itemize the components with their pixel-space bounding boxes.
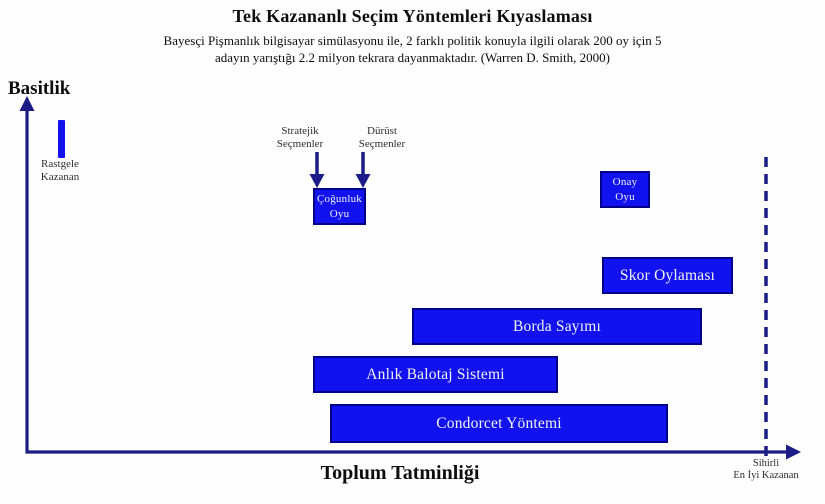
magic-winner-label-line1: Sihirli bbox=[752, 458, 780, 469]
method-bar-borda-sayimi: Borda Sayımı bbox=[412, 308, 702, 345]
chart-subtitle: Bayesçi Pişmanlık bilgisayar simülasyonu… bbox=[0, 33, 825, 67]
method-bar-label: Onay Oyu bbox=[612, 176, 638, 203]
method-bar-label: Skor Oylaması bbox=[619, 266, 716, 284]
honest-voters-label-line1: Dürüst bbox=[367, 125, 397, 137]
method-bar-anlik-balotaj-sistemi: Anlık Balotaj Sistemi bbox=[313, 356, 558, 393]
random-winner-label: Rastgele Kazanan bbox=[23, 158, 97, 184]
y-axis-arrowhead-icon bbox=[19, 96, 35, 111]
strategic-voters-label-line2: Seçmenler bbox=[276, 137, 324, 150]
method-bar-condorcet-yontemi: Condorcet Yöntemi bbox=[330, 404, 668, 443]
magic-winner-label: Sihirli En İyi Kazanan bbox=[706, 458, 825, 483]
method-bar-label: Borda Sayımı bbox=[512, 317, 602, 335]
x-axis-arrowhead-icon bbox=[786, 444, 801, 460]
strategic-voters-label-line1: Stratejik bbox=[281, 125, 319, 137]
method-bar-label: Anlık Balotaj Sistemi bbox=[366, 365, 505, 383]
method-bar-label: Çoğunluk Oyu bbox=[317, 193, 362, 220]
honest-voters-label: Dürüst Seçmenler bbox=[343, 125, 421, 151]
random-winner-label-line2: Kazanan bbox=[40, 170, 80, 183]
x-axis-label: Toplum Tatminliği bbox=[320, 462, 480, 484]
method-bar-label: Condorcet Yöntemi bbox=[436, 414, 562, 432]
page-title: Tek Kazananlı Seçim Yöntemleri Kıyaslama… bbox=[232, 6, 593, 26]
honest-voters-arrow bbox=[355, 152, 371, 188]
honest-voters-label-line2: Seçmenler bbox=[358, 137, 406, 150]
subtitle-line-2: adayın yarıştığı 2.2 milyon tekrara daya… bbox=[215, 49, 610, 65]
strategic-voters-label: Stratejik Seçmenler bbox=[261, 125, 339, 151]
method-bar-skor-oylamasi: Skor Oylaması bbox=[602, 257, 733, 294]
random-winner-marker bbox=[58, 120, 65, 158]
random-winner-label-line1: Rastgele bbox=[41, 158, 79, 170]
subtitle-line-1: Bayesçi Pişmanlık bilgisayar simülasyonu… bbox=[163, 33, 662, 48]
magic-winner-label-line2: En İyi Kazanan bbox=[733, 470, 799, 482]
method-bar-cogunluk-oyu: Çoğunluk Oyu bbox=[313, 188, 366, 225]
strategic-voters-arrow bbox=[309, 152, 325, 188]
y-axis-label: Basitlik bbox=[8, 78, 71, 99]
method-bar-onay-oyu: Onay Oyu bbox=[600, 171, 650, 208]
